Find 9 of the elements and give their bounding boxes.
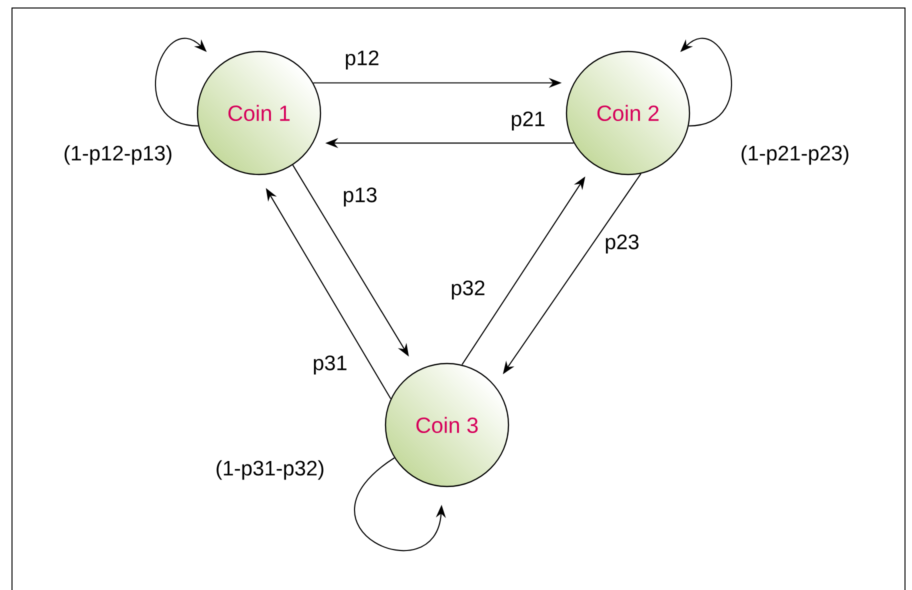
- edge-label: p32: [450, 280, 486, 300]
- edge-label: (1-p12-p13): [62, 144, 174, 166]
- edge-label: p31: [312, 354, 348, 376]
- edge-label: p21: [510, 110, 546, 132]
- edge-label: p23: [604, 234, 640, 254]
- edge-label: p13: [342, 186, 378, 208]
- edge-label: (1-p31-p32): [214, 459, 326, 481]
- edge-label: (1-p21-p23): [739, 144, 851, 166]
- edge-label: p12: [344, 50, 380, 70]
